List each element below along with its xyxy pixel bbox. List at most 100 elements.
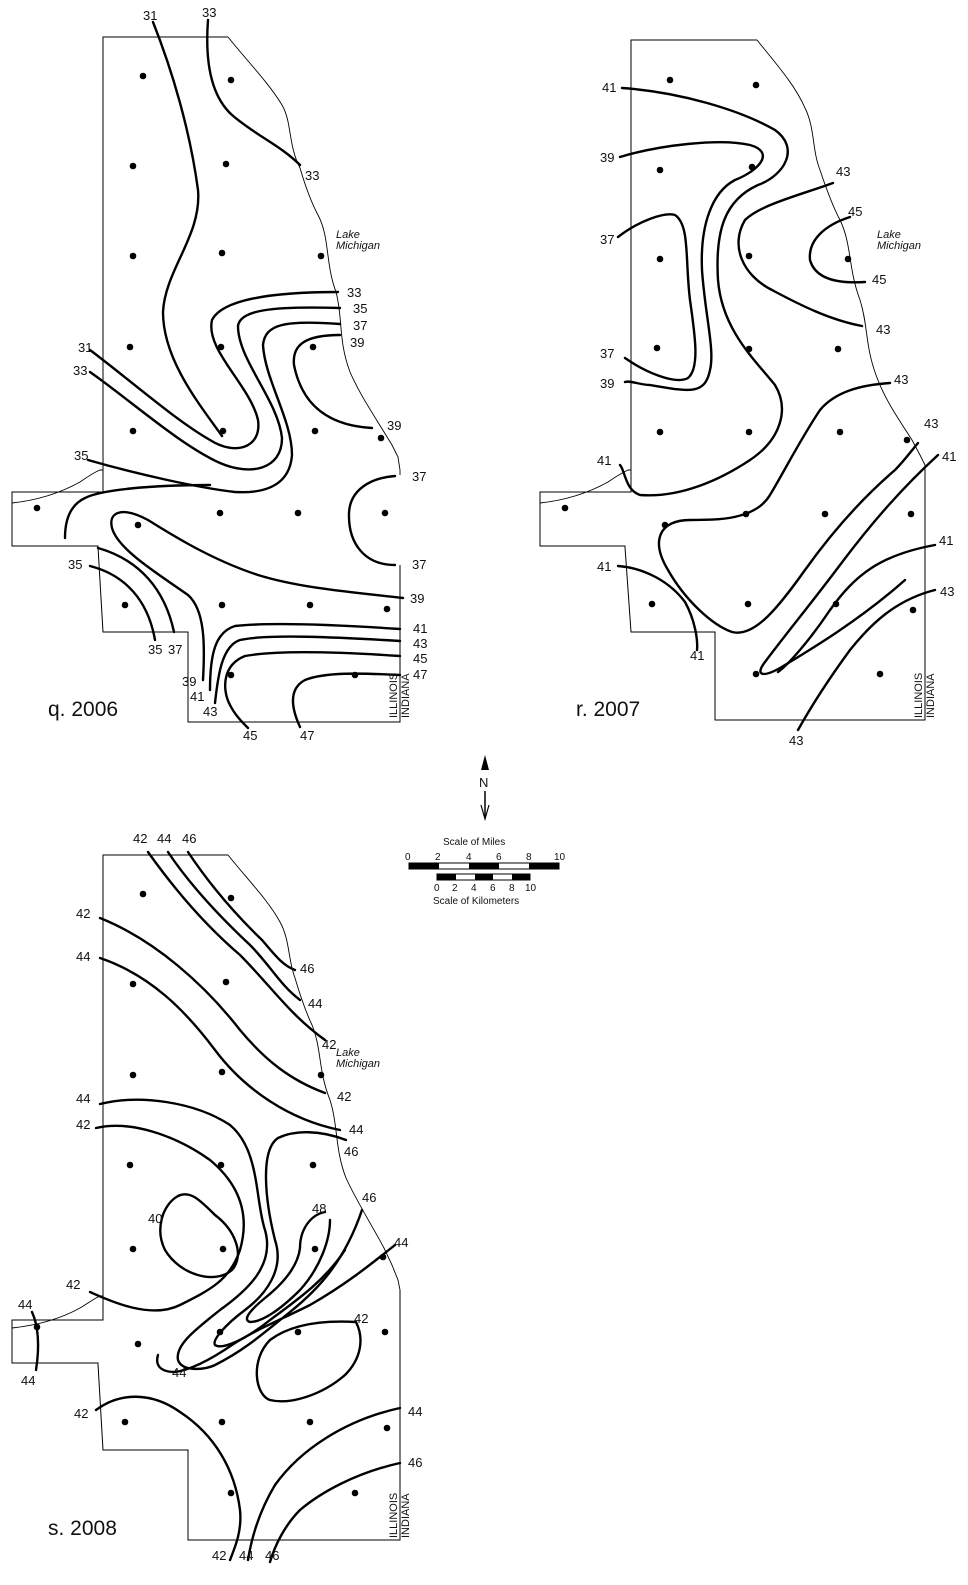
contour-label: 45	[413, 651, 427, 666]
state-label-illinois: ILLINOIS	[388, 673, 400, 718]
contour-label: 40	[148, 1211, 162, 1226]
well-point	[834, 345, 842, 353]
well-point	[218, 601, 226, 609]
contour-label: 43	[836, 164, 850, 179]
contour-label: 44	[76, 1091, 90, 1106]
north-arrow-icon	[481, 755, 489, 770]
scale-segment	[475, 874, 493, 880]
contour-line	[151, 20, 224, 438]
contour-label: 43	[876, 322, 890, 337]
contour-line	[146, 850, 327, 1042]
contour-label: 44	[21, 1373, 35, 1388]
well-point	[309, 343, 317, 351]
contour-line	[224, 651, 402, 730]
well-point	[222, 160, 230, 168]
well-point	[561, 504, 569, 512]
well-point	[218, 1418, 226, 1426]
contour-label: 41	[942, 449, 956, 464]
well-point	[317, 1071, 325, 1079]
contour-label: 41	[597, 559, 611, 574]
contour-label: 42	[322, 1037, 336, 1052]
lake-label: Lake	[877, 229, 901, 241]
contour-line	[98, 956, 342, 1132]
contour-label: 39	[600, 376, 614, 391]
contour-label: 42	[354, 1311, 368, 1326]
contour-label: 46	[344, 1144, 358, 1159]
well-sites	[33, 890, 391, 1497]
contour-label: 42	[76, 906, 90, 921]
contour-line	[246, 1406, 402, 1562]
contour-label: 42	[66, 1277, 80, 1292]
contour-label: 45	[848, 204, 862, 219]
contour-line	[88, 564, 157, 642]
contour-label: 42	[74, 1406, 88, 1421]
contour-label: 43	[924, 416, 938, 431]
scale-tick: 6	[490, 883, 496, 894]
contour-line	[98, 1098, 364, 1371]
contour-label: 33	[73, 363, 87, 378]
contour-line	[110, 510, 405, 682]
well-point	[745, 428, 753, 436]
state-label-indiana: INDIANA	[925, 673, 937, 718]
contour-label: 42	[133, 831, 147, 846]
county-boundary	[11, 36, 401, 723]
scale-segment	[469, 863, 499, 869]
well-point	[666, 76, 674, 84]
contour-lines	[30, 850, 402, 1564]
contour-label: 44	[394, 1235, 408, 1250]
contour-label: 41	[690, 648, 704, 663]
contour-label: 37	[600, 232, 614, 247]
state-label-indiana: INDIANA	[400, 673, 412, 718]
contour-label: 48	[312, 1201, 326, 1216]
contour-lines	[63, 18, 405, 730]
well-point	[752, 81, 760, 89]
scale-tick: 2	[435, 852, 441, 863]
contour-label: 44	[239, 1548, 253, 1563]
well-point	[227, 671, 235, 679]
well-point	[129, 1071, 137, 1079]
well-point	[126, 343, 134, 351]
contour-label: 35	[353, 301, 367, 316]
contour-line	[213, 1131, 348, 1348]
well-point	[656, 166, 664, 174]
well-point	[121, 601, 129, 609]
scale-tick: 4	[466, 852, 472, 863]
contour-label: 33	[305, 168, 319, 183]
contour-label: 46	[182, 831, 196, 846]
contour-label: 42	[76, 1117, 90, 1132]
contour-line	[796, 588, 937, 732]
contour-label: 45	[872, 272, 886, 287]
map-2008: 42 44 46 42 44 46 44 42 42 44 44 46 42 4…	[11, 831, 422, 1564]
well-point	[218, 1068, 226, 1076]
contour-line	[347, 474, 397, 567]
contour-labels: 41 39 37 37 39 43 45 45 43 43 43 41 41 4…	[597, 80, 956, 748]
contour-label: 43	[413, 636, 427, 651]
well-point	[903, 436, 911, 444]
well-point	[317, 252, 325, 260]
contour-label: 47	[413, 667, 427, 682]
well-point	[222, 978, 230, 986]
contour-label: 39	[387, 418, 401, 433]
contour-label: 44	[18, 1297, 32, 1312]
scale-segment	[529, 863, 559, 869]
scale-tick: 0	[434, 883, 440, 894]
lake-label: Michigan	[336, 1058, 380, 1070]
panel-label: s. 2008	[48, 1517, 117, 1540]
contour-line	[776, 543, 937, 674]
well-point	[745, 252, 753, 260]
scale-tick: 2	[452, 883, 458, 894]
contour-label: 41	[413, 621, 427, 636]
contour-line	[292, 333, 374, 430]
contour-label: 37	[353, 318, 367, 333]
contour-label: 43	[940, 584, 954, 599]
lake-label: Lake	[336, 229, 360, 241]
county-boundary	[539, 39, 926, 721]
contour-labels: 31 33 33 33 35 37 39 31 33 35 39 37 37 3…	[68, 5, 427, 743]
contour-line	[255, 1320, 362, 1403]
map-2007: 41 39 37 37 39 43 45 45 43 43 43 41 41 4…	[539, 39, 956, 748]
contour-label: 41	[597, 453, 611, 468]
well-point	[129, 980, 137, 988]
contour-line	[166, 850, 302, 1002]
contour-label: 41	[190, 689, 204, 704]
well-point	[139, 72, 147, 80]
